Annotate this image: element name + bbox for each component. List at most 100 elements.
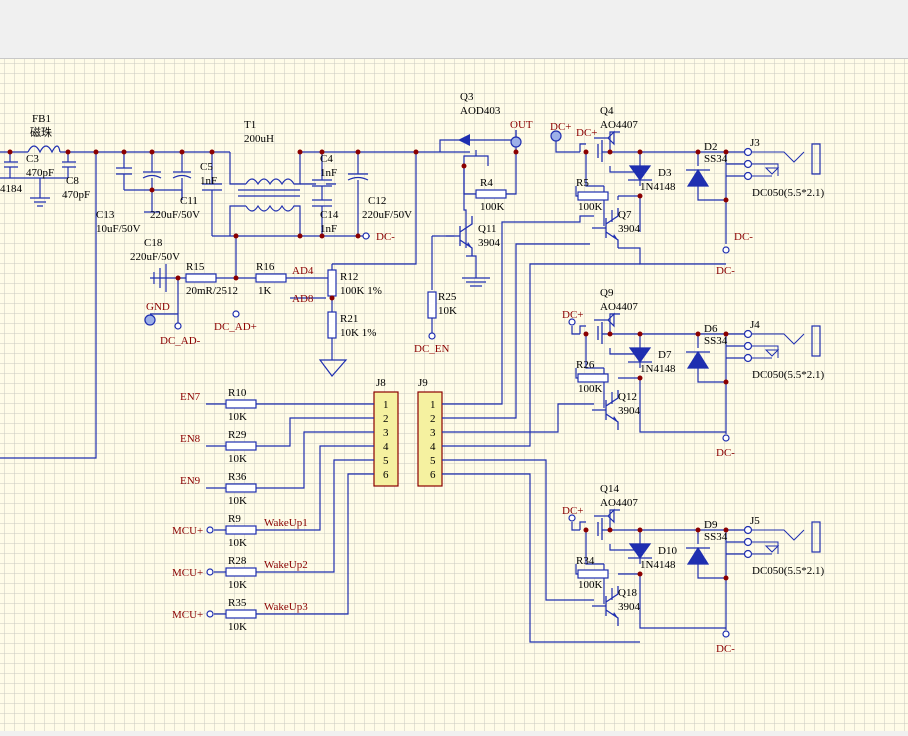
row4-res-val: 10K [228,537,247,549]
row6-res-val: 10K [228,621,247,633]
row5-net: MCU+ [172,567,203,579]
j9-pin-4: 4 [430,441,436,453]
channel-2: Q9 AO4407 D7 1N4148 D6 SS34 J4 DC050(5.5… [562,287,824,459]
row4-net: MCU+ [172,525,203,537]
input-net-labels: AD4 AD8 GND DC_AD- DC_AD+ DC- OUT DC_EN [146,119,533,355]
j8-pin-1: 1 [383,399,389,411]
ch3-j-val: DC050(5.5*2.1) [752,565,824,577]
left-pin-dots [206,526,214,618]
ch2-dc-plus: DC+ [562,309,583,321]
row2-res-ref: R29 [228,429,247,441]
ch2-r-val: 100K [578,383,603,395]
ch1-dc-plus-b: DC+ [576,127,597,139]
j9-wiring [442,215,640,643]
ch3-qt-val: 3904 [618,601,641,613]
connector-bodies [373,391,443,487]
row6-net: MCU+ [172,609,203,621]
j8-wiring [206,403,374,615]
ch2-qt-val: 3904 [618,405,641,417]
j9-pin-5: 5 [430,455,436,467]
schematic-sheet[interactable]: FB1 磁珠 C3 470pF 4184 C8 470pF C13 10uF/5… [0,59,908,731]
row1-net: EN7 [180,391,201,403]
j9-ref: J9 [418,377,428,389]
c18-value: 220uF/50V [130,251,180,263]
channel-1: Q4 AO4407 D3 1N4148 D2 SS34 J3 DC050(5.5… [550,105,824,277]
c8-ref: C8 [66,175,79,187]
row3-res-ref: R36 [228,471,247,483]
net-dc-ad-minus: DC_AD- [160,335,201,347]
net-dc-ad-plus: DC_AD+ [214,321,257,333]
j8-pin-2: 2 [383,413,389,425]
c4-value: 1nF [320,167,337,179]
r25-value: 10K [438,305,457,317]
ch3-d-ref: D10 [658,545,677,557]
ch2-qt-ref: Q12 [618,391,637,403]
ch3-dc-plus: DC+ [562,505,583,517]
connector-labels: J8 J9 1 2 3 4 5 6 1 2 3 4 5 6 [376,377,436,481]
net-ad8: AD8 [292,293,314,305]
fb1-ref: FB1 [32,113,51,125]
row5-res-ref: R28 [228,555,247,567]
ch2-d-ref: D7 [658,349,672,361]
row5-res-val: 10K [228,579,247,591]
ch1-q-ref: Q4 [600,105,614,117]
window-toolbar [0,0,908,59]
r16-value: 1K [258,285,272,297]
j8-pin-6: 6 [383,469,389,481]
ch2-d-val: 1N4148 [640,363,676,375]
r4-resistor [475,189,507,199]
q11-value: 3904 [478,237,501,249]
ch3-j-ref: J5 [750,515,760,527]
r12-ref: R12 [340,271,358,283]
ch1-dc-minus: DC- [734,231,753,243]
c18-ref: C18 [144,237,163,249]
row2-res-val: 10K [228,453,247,465]
ch3-r-val: 100K [578,579,603,591]
ch3-q-ref: Q14 [600,483,619,495]
c11-value: 220uF/50V [150,209,200,221]
c5-value: 1nF [200,175,217,187]
ch1-dc-minus-b: DC- [716,265,735,277]
t1-ref: T1 [244,119,256,131]
c13-value: 10uF/50V [96,223,141,235]
ch3-dc-minus: DC- [716,643,735,655]
q3-value: AOD403 [460,105,501,117]
ch1-dc-plus: DC+ [550,121,571,133]
r12-value: 100K 1% [340,285,382,297]
row3-net: EN9 [180,475,201,487]
junction-dots [7,149,519,301]
ch1-qt-val: 3904 [618,223,641,235]
j9-pin-6: 6 [430,469,436,481]
row2-net: EN8 [180,433,201,445]
c3-ref: C3 [26,153,39,165]
ch1-sd-ref: D2 [704,141,717,153]
ch1-j-val: DC050(5.5*2.1) [752,187,824,199]
r15-resistor [185,273,217,283]
c3-value: 470pF [26,167,54,179]
c8-value: 470pF [62,189,90,201]
ch3-sd-ref: D9 [704,519,718,531]
ch1-r-ref: R5 [576,177,589,189]
ch1-qt-ref: Q7 [618,209,632,221]
j9-pin-3: 3 [430,427,436,439]
j8-pin-3: 3 [383,427,389,439]
ch3-q-val: AO4407 [600,497,638,509]
j8-pin-5: 5 [383,455,389,467]
j8-pin-4: 4 [383,441,389,453]
r21-value: 10K 1% [340,327,376,339]
row6-wake: WakeUp3 [264,601,308,613]
input-ports [144,136,522,340]
r12-resistor [327,269,337,297]
c14-value: 1nF [320,223,337,235]
c13-ref: C13 [96,209,115,221]
row1-res-ref: R10 [228,387,247,399]
r16-ref: R16 [256,261,275,273]
ch1-j-ref: J3 [750,137,760,149]
j9-pin-2: 2 [430,413,436,425]
j8-ref: J8 [376,377,386,389]
c14-ref: C14 [320,209,339,221]
c12-value: 220uF/50V [362,209,412,221]
row6-res-ref: R35 [228,597,247,609]
row5-wake: WakeUp2 [264,559,308,571]
fb1-value: 磁珠 [30,125,52,139]
